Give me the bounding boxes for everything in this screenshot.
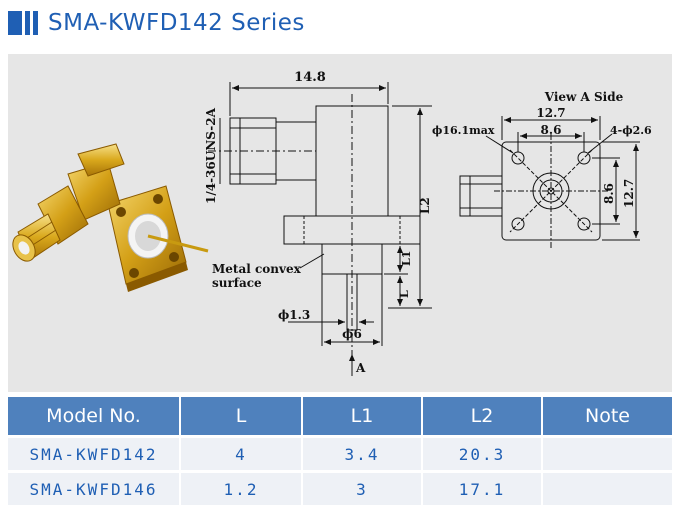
cell-note	[542, 435, 672, 472]
technical-drawing-panel: 14.8 1/4-36UNS-2A L2 L1 L Metal convex s…	[8, 54, 672, 392]
note-line-2: surface	[212, 276, 262, 290]
dim-max-diameter-label: ϕ16.1max	[432, 124, 495, 137]
hole-callout-label: 4-ϕ2.6	[610, 124, 652, 137]
column-header-model: Model No.	[8, 397, 181, 437]
dim-flange-width-label: 12.7	[536, 106, 565, 120]
cell-note	[542, 470, 672, 505]
cell-l1: 3.4	[302, 435, 423, 472]
dim-flange-height-label: 12.7	[622, 179, 636, 208]
cell-l2: 20.3	[422, 435, 543, 472]
dim-pin-diameter-label: ϕ1.3	[278, 308, 310, 322]
side-view-drawing	[208, 82, 432, 376]
table-row: SMA-KWFD142 4 3.4 20.3	[8, 435, 672, 472]
cell-model: SMA-KWFD142	[8, 435, 181, 472]
dim-l1-label: L1	[400, 251, 413, 266]
column-header-note: Note	[542, 397, 672, 437]
dim-length-label: 14.8	[294, 70, 326, 85]
spec-table: Model No. L L1 L2 Note SMA-KWFD142 4 3.4…	[8, 397, 672, 505]
technical-drawing: 14.8 1/4-36UNS-2A L2 L1 L Metal convex s…	[12, 70, 652, 376]
view-arrow-label: A	[355, 361, 366, 375]
dim-boss-diameter-label: ϕ6	[342, 327, 362, 341]
cell-l: 1.2	[180, 470, 303, 505]
table-header-row: Model No. L L1 L2 Note	[8, 397, 672, 437]
column-header-l2: L2	[422, 397, 543, 437]
title-bar-icon	[8, 11, 38, 35]
note-line-1: Metal convex	[212, 262, 302, 276]
cell-l: 4	[180, 435, 303, 472]
page-header: SMA-KWFD142 Series	[8, 8, 305, 38]
cell-model: SMA-KWFD146	[8, 470, 181, 505]
table-row: SMA-KWFD146 1.2 3 17.1	[8, 470, 672, 505]
dim-l-label: L	[398, 290, 411, 298]
cell-l1: 3	[302, 470, 423, 505]
column-header-l: L	[180, 397, 303, 437]
cell-l2: 17.1	[422, 470, 543, 505]
dim-hole-spacing-side-label: 8.6	[602, 183, 616, 204]
dim-l2-label: L2	[418, 197, 432, 214]
view-a-drawing	[459, 116, 640, 250]
page-title: SMA-KWFD142 Series	[48, 10, 305, 36]
connector-photo	[12, 143, 209, 292]
view-a-title: View A Side	[544, 90, 624, 104]
column-header-l1: L1	[302, 397, 423, 437]
thread-spec-label: 1/4-36UNS-2A	[204, 107, 218, 204]
dim-hole-spacing-label: 8.6	[541, 123, 562, 137]
